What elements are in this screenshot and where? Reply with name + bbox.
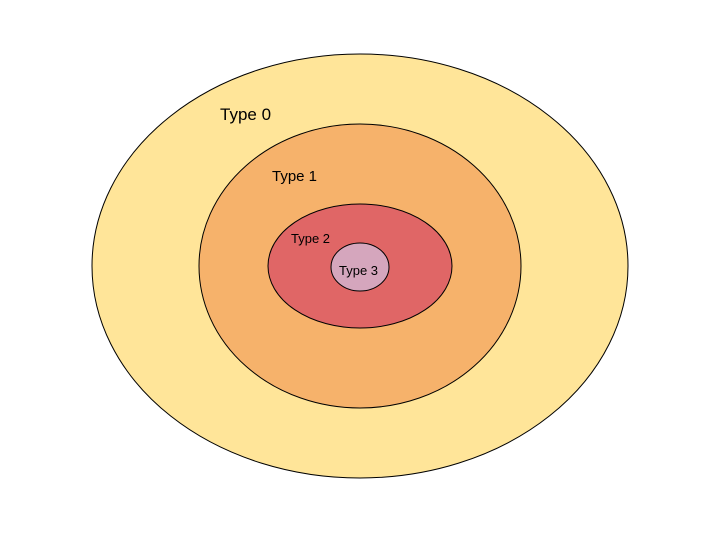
type-3-ellipse [330, 242, 390, 292]
type-3-label: Type 3 [339, 263, 378, 278]
type-2-label: Type 2 [291, 231, 330, 246]
type-0-label: Type 0 [220, 105, 271, 124]
type-1-label: Type 1 [272, 168, 317, 185]
